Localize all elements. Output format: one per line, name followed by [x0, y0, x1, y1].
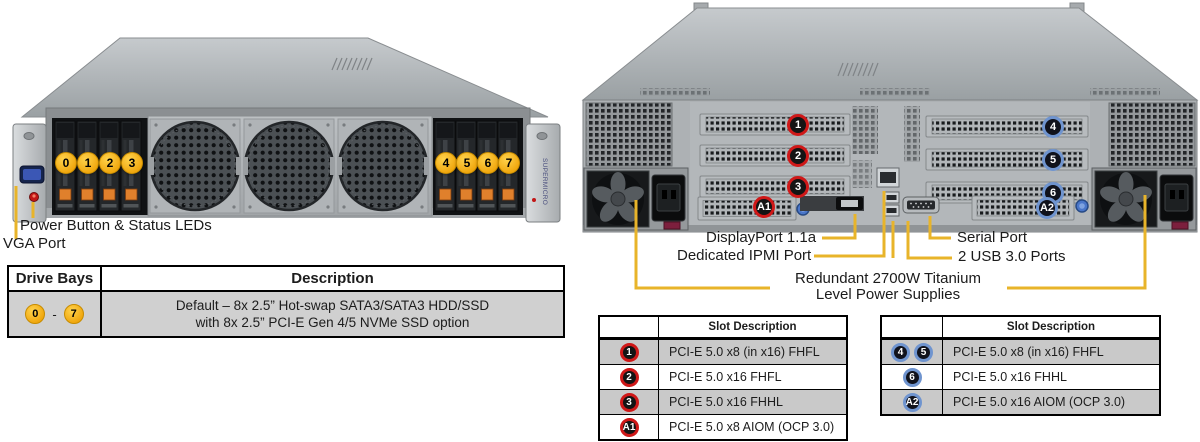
slot-table-right-header-badge-cell	[882, 317, 943, 337]
callout-lines	[14, 186, 1147, 290]
fan-2	[241, 117, 337, 215]
fan-1	[147, 117, 243, 215]
slot-2-badge: 2	[619, 367, 639, 387]
serial-callout-line	[928, 216, 951, 240]
front-bay-badge-2: 2	[99, 152, 121, 174]
slot-2-description: PCI-E 5.0 x16 FHFL	[669, 370, 782, 384]
front-bay-badge-5: 5	[456, 152, 478, 174]
slot-table-left-row-3: 3 PCI-E 5.0 x16 FHHL	[600, 389, 846, 414]
slot-table-left-header-badge-cell	[600, 317, 659, 337]
front-right-ear	[525, 123, 561, 223]
slot-3-description: PCI-E 5.0 x16 FHHL	[669, 395, 783, 409]
psu-left-callout-line	[634, 200, 770, 290]
ipmi-callout-line	[814, 191, 886, 258]
slot-1-badge: 1	[619, 342, 639, 362]
slot-table-left: Slot Description 1 PCI-E 5.0 x8 (in x16)…	[598, 315, 848, 441]
thumbscrew-right	[1075, 199, 1089, 213]
slot-table-left-row-1: 1 PCI-E 5.0 x8 (in x16) FHFL	[600, 339, 846, 364]
brand-logo-text: SUPERMICRO	[541, 158, 548, 205]
drive-bays-table-row: 0 - 7 Default – 8x 2.5” Hot-swap SATA3/S…	[9, 292, 563, 336]
slot-table-left-row-4: A1 PCI-E 5.0 x8 AIOM (OCP 3.0)	[600, 414, 846, 439]
displayport-callout-line	[822, 214, 857, 240]
rear-slot-badge-a1: A1	[753, 196, 775, 218]
slot-table-left-header-cell: Slot Description	[708, 321, 797, 333]
slot-a1-description: PCI-E 5.0 x8 AIOM (OCP 3.0)	[669, 420, 835, 434]
usb-ports-label: 2 USB 3.0 Ports	[958, 248, 1066, 265]
slot-a2-badge: A2	[902, 392, 922, 412]
bay-range-cell: 0 - 7	[9, 292, 100, 336]
rear-slot-badge-3: 3	[787, 176, 809, 198]
bay-range-separator: -	[52, 306, 57, 322]
slot-a2-description: PCI-E 5.0 x16 AIOM (OCP 3.0)	[953, 395, 1126, 409]
psu-label: Redundant 2700W Titanium Level Power Sup…	[768, 271, 1008, 303]
vga-port-label: VGA Port	[3, 235, 66, 252]
front-server-art: SUPERMICRO	[12, 37, 561, 223]
drive-bays-table-header: Drive Bays Description	[9, 267, 563, 292]
serial-port-label: Serial Port	[957, 229, 1028, 246]
slot-table-right-row-2: 6 PCI-E 5.0 x16 FHHL	[882, 364, 1159, 389]
drive-bays-header-cell: Drive Bays	[15, 270, 94, 287]
bay-range-end-badge: 7	[63, 304, 84, 324]
slot-3-badge: 3	[619, 392, 639, 412]
bay-description-line2: with 8x 2.5” PCI-E Gen 4/5 NVMe SSD opti…	[195, 315, 470, 330]
psu-right-callout-line	[1007, 195, 1147, 290]
slot-table-right: Slot Description 4 5 PCI-E 5.0 x8 (in x1…	[880, 315, 1161, 416]
displayport-label: DisplayPort 1.1a	[706, 229, 817, 246]
ocp-slot-a1	[697, 196, 797, 221]
rear-vent-grid-left	[585, 102, 673, 167]
slot-6-description: PCI-E 5.0 x16 FHHL	[953, 370, 1067, 384]
rear-server-art	[581, 2, 1199, 233]
usb-callout-line-2	[906, 221, 952, 260]
slot-1-description: PCI-E 5.0 x8 (in x16) FHFL	[669, 345, 820, 359]
rear-slot-badge-1: 1	[787, 114, 809, 136]
rear-slot-badge-2: 2	[787, 145, 809, 167]
rear-slot-badge-a2: A2	[1036, 197, 1058, 219]
bay-description-cell: Default – 8x 2.5” Hot-swap SATA3/SATA3 H…	[100, 292, 563, 336]
slot-5-badge: 5	[914, 342, 933, 362]
front-top-vent-hatch	[331, 57, 373, 71]
slot-table-right-header-cell: Slot Description	[1006, 321, 1096, 333]
slot-4-5-description: PCI-E 5.0 x8 (in x16) FHFL	[953, 345, 1104, 359]
front-bay-badge-1: 1	[77, 152, 99, 174]
front-bay-badge-4: 4	[435, 152, 457, 174]
front-bay-badge-6: 6	[477, 152, 499, 174]
drive-bays-table: Drive Bays Description 0 - 7 Default – 8…	[7, 265, 565, 338]
slot-table-right-row-1: 4 5 PCI-E 5.0 x8 (in x16) FHFL	[882, 339, 1159, 364]
psu-label-line1: Redundant 2700W Titanium	[795, 270, 981, 287]
ipmi-port-label: Dedicated IPMI Port	[677, 247, 812, 264]
pci-slots-left	[699, 113, 851, 198]
serial-port	[902, 196, 940, 214]
slot-a1-badge: A1	[619, 417, 639, 437]
front-bay-badge-3: 3	[121, 152, 143, 174]
slot-table-right-row-3: A2 PCI-E 5.0 x16 AIOM (OCP 3.0)	[882, 389, 1159, 414]
front-bay-badge-7: 7	[498, 152, 520, 174]
rear-vent-grid-right	[1108, 102, 1196, 167]
bay-description-line1: Default – 8x 2.5” Hot-swap SATA3/SATA3 H…	[175, 298, 490, 313]
slot-table-left-header: Slot Description	[600, 317, 846, 339]
description-header-cell: Description	[100, 267, 563, 290]
power-button-label: Power Button & Status LEDs	[20, 217, 212, 234]
rear-slot-badge-5: 5	[1042, 149, 1064, 171]
rear-slot-badge-4: 4	[1042, 116, 1064, 138]
slot-table-right-header: Slot Description	[882, 317, 1159, 339]
front-bay-badge-0: 0	[55, 152, 77, 174]
slot-6-badge: 6	[902, 367, 922, 387]
slot-4-badge: 4	[891, 342, 910, 362]
fan-3	[335, 117, 431, 215]
bay-range-start-badge: 0	[25, 304, 46, 324]
rear-top-vent-hatch	[837, 62, 879, 77]
psu-label-line2: Level Power Supplies	[815, 286, 961, 303]
slot-table-left-row-2: 2 PCI-E 5.0 x16 FHFL	[600, 364, 846, 389]
